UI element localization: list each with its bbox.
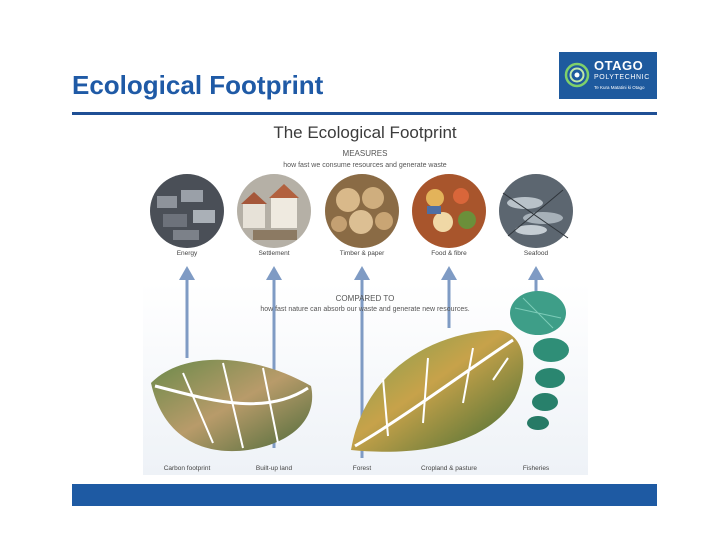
- label-carbon-footprint: Carbon footprint: [164, 465, 211, 472]
- label-fisheries: Fisheries: [523, 465, 550, 472]
- logo-subtitle: POLYTECHNIC: [594, 74, 650, 81]
- label-timber-paper: Timber & paper: [340, 250, 385, 257]
- energy-photo: [150, 174, 224, 248]
- measures-heading: MEASURES: [343, 149, 388, 158]
- ecological-footprint-diagram: The Ecological Footprint MEASURES how fa…: [143, 118, 588, 475]
- figure-title: The Ecological Footprint: [273, 123, 457, 142]
- compared-description: how fast nature can absorb our waste and…: [260, 306, 469, 313]
- otago-polytechnic-logo: OTAGO POLYTECHNIC Te Kura Matatini ki Ot…: [559, 52, 657, 99]
- label-food-fibre: Food & fibre: [431, 250, 467, 257]
- label-seafood: Seafood: [524, 250, 549, 257]
- label-settlement: Settlement: [258, 250, 289, 257]
- measures-description: how fast we consume resources and genera…: [283, 162, 447, 169]
- timber-photo: [325, 174, 399, 248]
- title-divider: [72, 112, 657, 115]
- label-energy: Energy: [177, 250, 198, 257]
- slide-title: Ecological Footprint: [72, 70, 323, 101]
- food-fibre-photo: [412, 174, 486, 248]
- compared-heading: COMPARED TO: [336, 294, 395, 303]
- logo-tagline: Te Kura Matatini ki Otago: [594, 85, 645, 90]
- label-built-up-land: Built-up land: [256, 465, 293, 472]
- footer-bar: [72, 484, 657, 506]
- logo-name: OTAGO: [594, 58, 643, 73]
- label-cropland-pasture: Cropland & pasture: [421, 465, 477, 472]
- seafood-photo: [499, 174, 573, 248]
- label-forest: Forest: [353, 465, 372, 472]
- settlement-photo: [237, 174, 311, 248]
- swirl-icon: [563, 60, 591, 90]
